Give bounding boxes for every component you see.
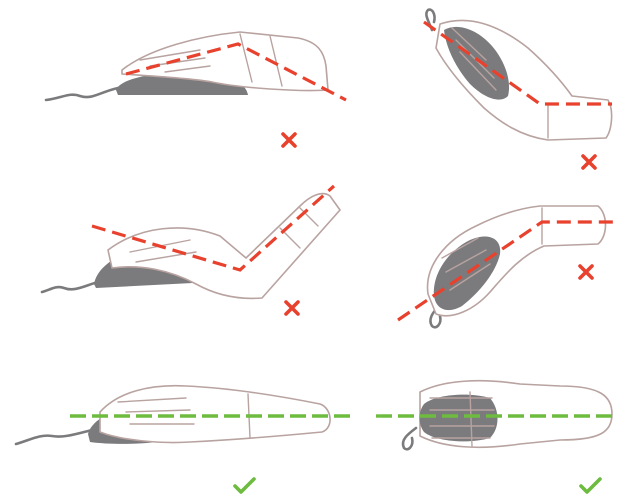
check-mark-icon: [581, 479, 600, 492]
panel-wrist-bent-left-top: [424, 10, 612, 168]
panel-wrist-bent-up-side: [46, 32, 346, 146]
panel-wrist-bent-down-side: [42, 186, 340, 314]
cross-mark-icon: [286, 302, 298, 314]
check-mark-icon: [235, 479, 254, 492]
cross-mark-icon: [580, 266, 592, 278]
cross-mark-icon: [583, 156, 595, 168]
mouse-cable: [16, 430, 92, 444]
hand-outline: [100, 386, 330, 443]
cross-mark-icon: [283, 134, 295, 146]
panel-wrist-straight-side: [16, 386, 352, 492]
panel-wrist-bent-right-top: [398, 206, 618, 327]
mouse-cable: [403, 428, 416, 449]
mouse-cable: [46, 88, 118, 100]
computer-mouse: [420, 395, 498, 442]
computer-mouse: [434, 236, 500, 310]
panel-wrist-straight-top: [376, 381, 618, 492]
mouse-cable: [42, 282, 98, 292]
